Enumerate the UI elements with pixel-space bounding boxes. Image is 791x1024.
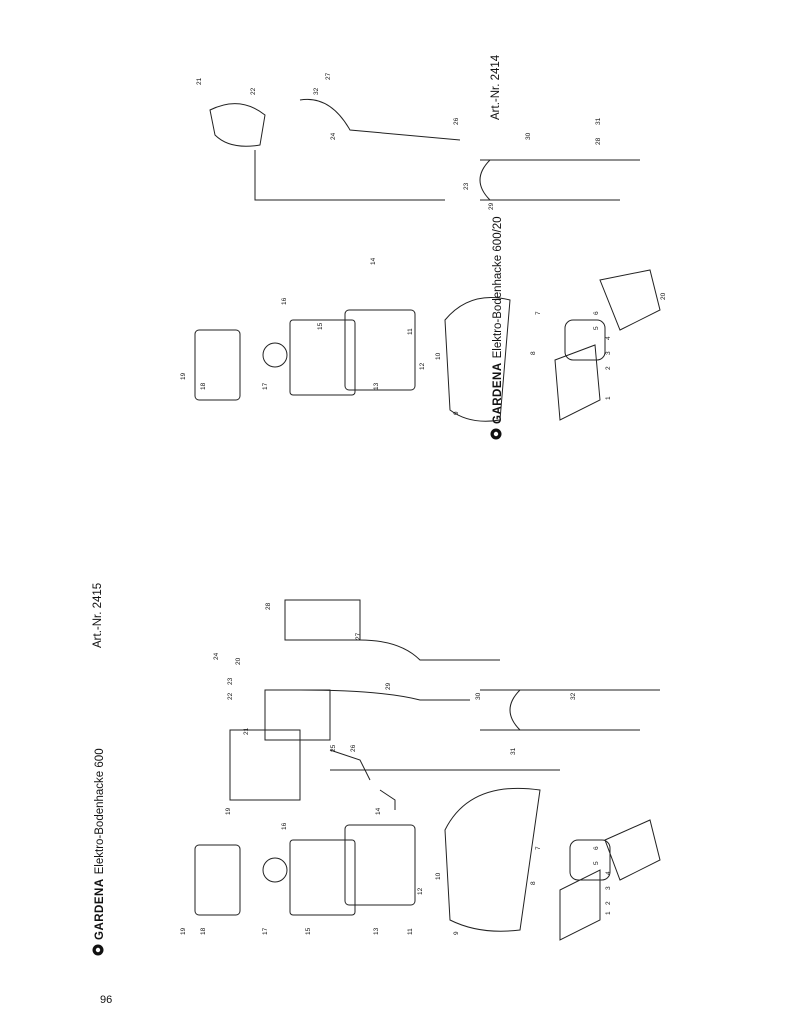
- part-label: 15: [305, 927, 312, 935]
- part-label: 21: [196, 77, 203, 85]
- part-label: 18: [200, 382, 207, 390]
- guard-part: [444, 787, 541, 932]
- part-label: 3: [605, 351, 612, 355]
- part-label: 18: [200, 927, 207, 935]
- part-label: 23: [227, 677, 234, 685]
- part-label: 32: [313, 87, 320, 95]
- tube-28: [299, 689, 470, 701]
- part-label: 30: [475, 692, 482, 700]
- tine-assembly: [599, 269, 661, 331]
- part-label: 31: [510, 747, 517, 755]
- part-label: 14: [375, 807, 382, 815]
- part-label: 26: [350, 744, 357, 752]
- part-label: 24: [213, 652, 220, 660]
- part-label: 25: [330, 744, 337, 752]
- part-label: 17: [262, 927, 269, 935]
- guard-part: [444, 297, 511, 422]
- part-label: 9: [453, 931, 460, 935]
- gearbox-part: [564, 319, 606, 361]
- part-label: 10: [435, 352, 442, 360]
- tube-bend: [479, 159, 491, 201]
- part-label: 5: [593, 326, 600, 330]
- part-label: 23: [463, 182, 470, 190]
- part-label: 10: [435, 872, 442, 880]
- part-label: 22: [250, 87, 257, 95]
- gardena-logo-icon: [490, 428, 505, 440]
- tube-bend: [509, 689, 521, 731]
- part-label: 28: [595, 137, 602, 145]
- part-label: 2: [605, 366, 612, 370]
- cover-part: [194, 844, 241, 916]
- tine-assembly: [559, 869, 601, 941]
- tube-26: [359, 639, 500, 661]
- gear-housing: [344, 824, 416, 906]
- part-label: 20: [235, 657, 242, 665]
- part-label: 4: [605, 871, 612, 875]
- tube-lower: [254, 150, 445, 201]
- part-label: 6: [593, 846, 600, 850]
- armature: [262, 342, 288, 368]
- part-label: 1: [605, 396, 612, 400]
- tine-assembly: [604, 819, 661, 881]
- part-label: 29: [488, 202, 495, 210]
- part-label: 8: [530, 351, 537, 355]
- part-label: 7: [535, 311, 542, 315]
- tube-26: [299, 98, 461, 141]
- part-label: 9: [453, 411, 460, 415]
- part-label: 16: [281, 297, 288, 305]
- diagram-header-left: GARDENA Elektro-Bodenhacke 600: [92, 748, 107, 956]
- part-label: 15: [317, 322, 324, 330]
- tine-assembly: [554, 344, 601, 421]
- armature: [262, 857, 288, 883]
- part-label: 30: [525, 132, 532, 140]
- part-label: 13: [373, 382, 380, 390]
- cable-rod: [329, 749, 371, 781]
- part-label: 3: [605, 886, 612, 890]
- part-label: 2: [605, 901, 612, 905]
- part-label: 13: [373, 927, 380, 935]
- part-label: 14: [370, 257, 377, 265]
- part-label: 11: [407, 928, 414, 935]
- part-label: 4: [605, 336, 612, 340]
- part-label: 32: [570, 692, 577, 700]
- part-label: 29: [385, 682, 392, 690]
- part-label: 6: [593, 311, 600, 315]
- control-box: [209, 103, 266, 147]
- part-label: 27: [325, 72, 332, 80]
- part-label: 1: [605, 911, 612, 915]
- part-label: 16: [281, 822, 288, 830]
- gardena-logo-icon: [92, 944, 107, 956]
- part-label: 19: [180, 927, 187, 935]
- part-label: 12: [419, 362, 426, 370]
- part-label: 20: [660, 292, 667, 300]
- cable-part: [379, 789, 396, 810]
- part-label: 19: [225, 807, 232, 815]
- part-label: 17: [262, 382, 269, 390]
- cover-part: [194, 329, 241, 401]
- part-label: 28: [265, 602, 272, 610]
- part-label: 11: [407, 328, 414, 335]
- part-label: 24: [330, 132, 337, 140]
- gearbox-part: [569, 839, 611, 881]
- page-number: 96: [100, 994, 113, 1006]
- part-label: 27: [355, 632, 362, 640]
- part-label: 7: [535, 846, 542, 850]
- motor-housing: [289, 839, 356, 916]
- part-label: 12: [417, 887, 424, 895]
- diagram-header-right: GARDENA Elektro-Bodenhacke 600/20: [490, 216, 505, 440]
- handle-plate: [229, 729, 301, 801]
- part-label: 26: [453, 117, 460, 125]
- part-label: 8: [530, 881, 537, 885]
- part-label: 31: [595, 117, 602, 125]
- part-label: 22: [227, 692, 234, 700]
- gear-housing: [344, 309, 416, 391]
- motor-housing: [289, 319, 356, 396]
- part-label: 21: [243, 727, 250, 735]
- part-label: 5: [593, 861, 600, 865]
- part-label: 19: [180, 372, 187, 380]
